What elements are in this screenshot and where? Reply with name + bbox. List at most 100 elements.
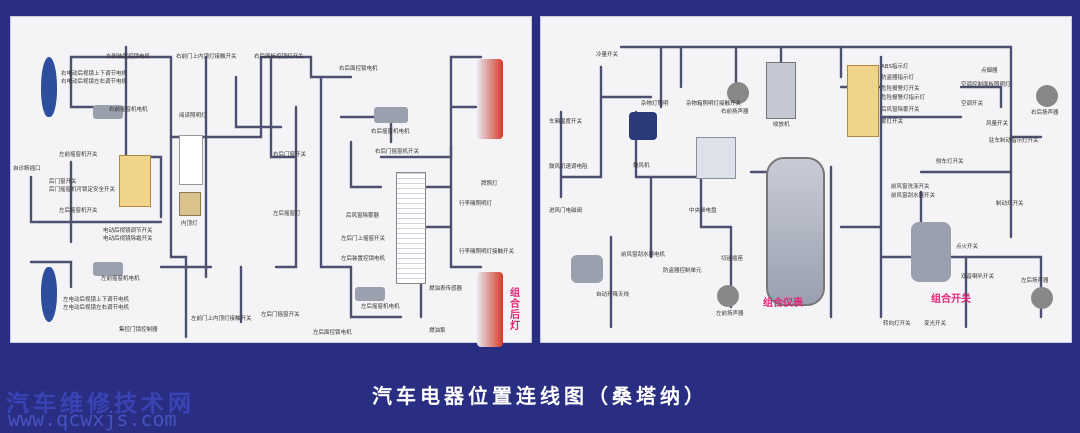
rear-window-motor-icon — [374, 107, 408, 123]
label-rear-combination-lamp: 组合后灯 — [507, 287, 519, 331]
window-motor-icon — [93, 105, 123, 119]
label-glovebox-switch: 杂物箱照明灯接触开关 — [686, 101, 742, 107]
blower-motor-icon — [629, 112, 657, 140]
rear-light-bottom-icon — [477, 272, 503, 347]
label-antitheft-unit: 防盗器控制单元 — [663, 268, 702, 274]
label-left-rear-lock-motor: 左后面控锁电机 — [313, 330, 352, 336]
label-mirror-defrost-switch: 电动后视镜除霜开关 — [103, 236, 153, 242]
label-glovebox-lamp: 杂物灯照明 — [641, 101, 669, 107]
label-fog-switch: 雾灯开关 — [881, 119, 904, 125]
label-combination-switch: 组合开关 — [931, 294, 971, 305]
instrument-cluster-icon — [766, 157, 825, 306]
label-right-front-window-motor: 右前摇窗机电机 — [109, 107, 148, 113]
switch-block-icon — [119, 155, 151, 207]
left-wiring-lines — [29, 45, 483, 339]
label-ac-switch: 空调开关 — [961, 101, 984, 107]
label-central-lock-controller: 集控门锁控制器 — [119, 327, 158, 333]
label-cabin-temp-switch: 车厢温度开关 — [549, 119, 583, 125]
label-right-rear-window-switch: 右后门窗开关 — [273, 152, 307, 158]
label-dome-lamp: 内顶灯 — [181, 221, 198, 227]
central-relay-box-icon — [696, 137, 736, 179]
dome-lamp-icon — [179, 192, 201, 216]
label-mirror-adjust-switch: 电动后视镜调节开关 — [103, 228, 153, 234]
rear-defroster-icon — [396, 172, 426, 284]
rear-light-top-icon — [477, 59, 503, 139]
watermark-text: 汽车维修技术网 — [6, 391, 195, 417]
label-left-rear-door-window-switch: 左后门摇窗开关 — [261, 312, 300, 318]
left-rear-speaker-icon — [1031, 287, 1053, 309]
wiper-motor-icon — [571, 255, 603, 283]
label-right-door-lock-motor: 右侧装置控锁电机 — [106, 54, 151, 60]
label-right-mirror-lr-motor: 右电动后视镜左右调节电机 — [61, 79, 128, 85]
label-parking-brake-switch: 驻车制动指示灯开关 — [989, 138, 1039, 144]
label-diagnostic-port: 自诊断插口 — [13, 166, 41, 172]
label-fuel-sender: 燃油表传感器 — [429, 286, 463, 292]
label-power-antenna: 自动开降天线 — [596, 292, 630, 298]
label-ac-panel-lamp: 空调控制面板照明灯 — [961, 82, 1011, 88]
label-right-rear-lock-motor: 右后面控锁电机 — [339, 66, 378, 72]
right-front-speaker-icon — [727, 82, 749, 104]
label-fan-switch: 风量开关 — [986, 121, 1009, 127]
radio-icon — [766, 62, 796, 119]
label-ignition-switch: 点火开关 — [956, 244, 979, 250]
label-left-front-window-switch: 左前摇窗机开关 — [59, 152, 98, 158]
label-left-mirror-ud-motor: 左电动后视镜上下调节电机 — [63, 297, 130, 303]
right-rear-speaker-icon — [1036, 85, 1058, 107]
page-title: 汽车电器位置连线图（桑塔纳） — [372, 384, 708, 408]
label-hazard-switch: 危险报警灯开关 — [881, 86, 920, 92]
label-right-front-speaker: 右前扬声器 — [721, 109, 749, 115]
label-cigar-lighter: 点烟器 — [981, 68, 998, 74]
combination-switch-icon — [911, 222, 951, 282]
label-blower-resistor: 鼓风机速调电阻 — [549, 164, 588, 170]
label-license-lamp: 牌照灯 — [481, 181, 498, 187]
label-wiper-motor: 前风窗刮水器电机 — [621, 252, 666, 258]
watermark-url: www.qcwxjs.com — [8, 407, 177, 431]
reading-lamp-icon — [179, 135, 203, 185]
label-safety-lock-switch: 后门摇窗机可锁定安全开关 — [49, 187, 116, 193]
label-right-rear-speaker: 右后扬声器 — [1031, 110, 1059, 116]
label-reading-lamp: 阅读照明灯 — [179, 113, 207, 119]
label-antitheft-light: 防盗器指示灯 — [881, 75, 915, 81]
label-left-front-window-motor: 左前摇窗机电机 — [101, 276, 140, 282]
label-wiper-switch: 前风窗刮水器开关 — [891, 193, 936, 199]
label-brake-light-switch: 制动灯开关 — [996, 201, 1024, 207]
label-trunk-lamp-switch: 行李厢照明灯接触开关 — [459, 249, 515, 255]
label-left-door-lock-motor: 左后装置控锁电机 — [341, 256, 386, 262]
label-fuel-pump: 燃油泵 — [429, 328, 446, 334]
label-right-rear-lamp-switch: 右后面板控顶灯开关 — [254, 54, 304, 60]
label-right-rear-door-window-switch: 右后门摇窗机开关 — [375, 149, 420, 155]
label-blower: 鼓风机 — [633, 163, 650, 169]
label-dimmer-switch: 变光开关 — [924, 321, 947, 327]
label-abs-light: ABS指示灯 — [881, 64, 909, 70]
label-side-lamp-switch: 侧车灯开关 — [936, 159, 964, 165]
label-left-rear-door-switch: 左后门上摇窗开关 — [341, 236, 386, 242]
label-hazard-indicator: 危险报警灯指示灯 — [881, 95, 926, 101]
label-left-mirror-lr-motor: 左电动后视镜左右调节电机 — [63, 305, 130, 311]
right-wiring-panel: 冷量开关 车厢温度开关 鼓风机速调电阻 进风门电磁阀 鼓风机 杂物灯照明 杂物箱… — [540, 16, 1072, 343]
label-radio: 收放机 — [773, 122, 790, 128]
label-central-relay: 中央继电盘 — [689, 208, 717, 214]
label-left-rear-window-motor: 左后摇窗机电机 — [361, 304, 400, 310]
label-left-front-door-switch: 左前门上内顶灯接触开关 — [191, 316, 252, 322]
label-left-rear-lamp: 左后摇窗灯 — [273, 211, 301, 217]
right-mirror-icon — [41, 57, 57, 117]
left-window-motor-icon — [93, 262, 123, 276]
label-rear-defroster: 后风窗除雾器 — [346, 213, 380, 219]
indicator-panel-icon — [847, 65, 879, 137]
label-rear-defrost-switch: 后风窗除雾开关 — [881, 107, 920, 113]
left-mirror-icon — [41, 267, 57, 322]
label-turn-switch: 转向灯开关 — [883, 321, 911, 327]
label-left-rear-speaker: 左后扬声器 — [1021, 278, 1049, 284]
left-front-speaker-icon — [717, 285, 739, 307]
left-rear-window-motor-icon — [355, 287, 385, 301]
label-washer-switch: 前风窗洗涤开关 — [891, 184, 930, 190]
label-right-mirror-ud-motor: 右电动后视镜上下调节电机 — [61, 71, 128, 77]
label-right-rear-window-motor: 右后摇窗机电机 — [371, 129, 410, 135]
label-left-front-speaker: 左前扬声器 — [716, 311, 744, 317]
left-wiring-panel: 右侧装置控锁电机 右前门上内顶灯接触开关 右后面板控顶灯开关 右后面控锁电机 右… — [10, 16, 532, 347]
label-horn-switch: 双音喇叭开关 — [961, 274, 995, 280]
label-cooling-switch: 冷量开关 — [596, 52, 619, 58]
label-right-front-door-switch: 右前门上内顶灯接触开关 — [176, 54, 237, 60]
label-intake-valve: 进风门电磁阀 — [549, 208, 583, 214]
